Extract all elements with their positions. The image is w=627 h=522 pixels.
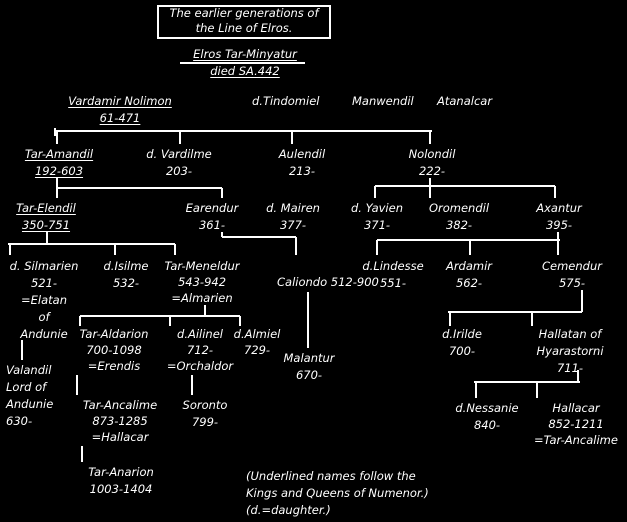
node-isilme: d.Isilme 532-	[103, 259, 149, 290]
node-silmarien: d. Silmarien 521- =Elatan of Andunie	[9, 259, 79, 341]
node-yavien: d. Yavien 371-	[351, 201, 403, 232]
node-earendur: Earendur 361-	[185, 201, 239, 232]
node-valandil: Valandil Lord of Andunie 630-	[6, 363, 54, 428]
node-cemendur: Cemendur 575-	[542, 259, 602, 290]
node-oromendil: Oromendil 382-	[428, 201, 490, 232]
node-amandil: Tar-Amandil 192-603	[24, 147, 94, 178]
node-aulendil: Aulendil 213-	[278, 147, 326, 178]
node-malantur: Malantur 670-	[283, 351, 335, 382]
node-ancalime: Tar-Ancalime 873-1285 =Hallacar	[82, 398, 158, 444]
node-almiel: d.Almiel 729-	[233, 327, 281, 357]
title-box	[157, 5, 331, 39]
node-vardilme: d. Vardilme 203-	[146, 147, 212, 178]
node-ailinel: d.Ailinel 712- =Orchaldor	[166, 327, 234, 373]
node-nessanie: d.Nessanie 840-	[455, 401, 519, 432]
node-mairen: d. Mairen 377-	[266, 201, 320, 232]
legend-note: (Underlined names follow the Kings and Q…	[246, 469, 429, 517]
node-hallatan: Hallatan of Hyarastorni 711-	[536, 327, 604, 375]
node-tindomiel: d.Tindomiel	[252, 94, 320, 108]
node-irilde: d.Irilde 700-	[442, 327, 482, 358]
node-lindesse: d.Lindesse 551-	[362, 259, 424, 290]
node-vardamir: Vardamir Nolimon 61-471	[68, 94, 172, 125]
node-caliondo: Caliondo 512-900	[277, 275, 379, 289]
node-nolondil: Nolondil 222-	[408, 147, 456, 178]
node-elros: Elros Tar-Minyatur died SA.442	[193, 47, 297, 78]
node-soronto: Soronto 799-	[182, 398, 228, 429]
chart-title: The earlier generations of the Line of E…	[169, 6, 319, 35]
node-ardamir: Ardamir 562-	[445, 259, 493, 290]
node-anarion: Tar-Anarion 1003-1404	[88, 465, 154, 496]
node-hallacar: Hallacar 852-1211 =Tar-Ancalime	[534, 401, 618, 447]
node-manwendil: Manwendil	[352, 94, 414, 108]
node-elendil: Tar-Elendil 350-751	[16, 201, 76, 232]
node-meneldur: Tar-Meneldur 543-942 =Almarien	[164, 259, 240, 305]
node-axantur: Axantur 395-	[536, 201, 582, 232]
node-aldarion: Tar-Aldarion 700-1098 =Erendis	[79, 327, 149, 373]
node-atanalcar: Atanalcar	[437, 94, 493, 108]
